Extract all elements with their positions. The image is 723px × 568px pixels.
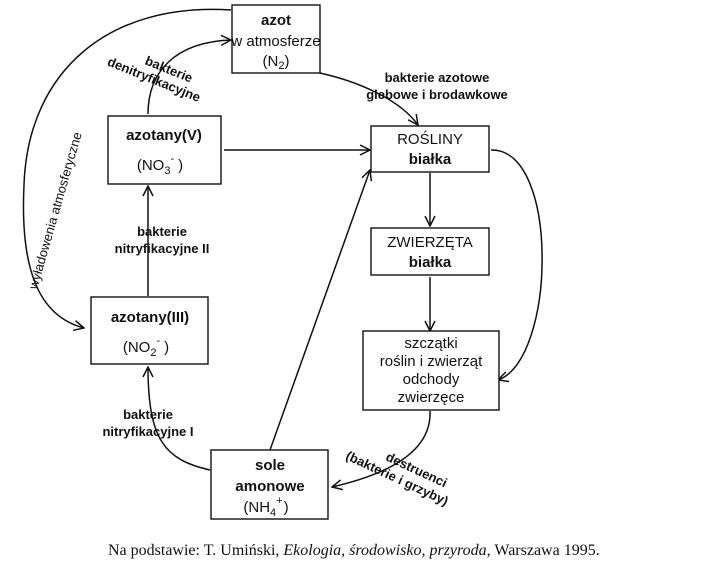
node-zwierzeta-title: ZWIERZĘTA xyxy=(387,234,473,251)
node-azotany-v: azotany(V) (NO3-) xyxy=(107,115,222,185)
node-rosliny-subtitle: białka xyxy=(409,151,452,168)
label-nitryfikacyjne-i-line2: nitryfikacyjne I xyxy=(102,424,193,439)
caption-prefix: Na podstawie: T. Umiński, xyxy=(108,542,284,559)
label-azotowe-line1: bakterie azotowe xyxy=(385,70,490,85)
node-azotany-iii-title: azotany(III) xyxy=(111,309,189,326)
node-azotany-iii-formula: (NO2-) xyxy=(123,335,169,359)
node-sole-subtitle: amonowe xyxy=(235,478,304,495)
arrow-nitrification-i xyxy=(148,367,211,471)
node-azot-atmosfera: azot w atmosferze (N2) xyxy=(230,4,321,74)
arrow-plants-to-remains xyxy=(490,149,543,380)
node-szczatki: szczątki roślin i zwierząt odchody zwier… xyxy=(362,330,500,411)
label-denitryfikacyjne: bakterie denitryfikacyjne xyxy=(105,53,202,105)
arrow-denitrification xyxy=(147,40,231,115)
label-nitryfikacyjne-ii-line1: bakterie xyxy=(137,224,187,239)
node-sole-amonowe: sole amonowe (NH4+) xyxy=(210,449,329,520)
node-azot-formula: (N2) xyxy=(263,53,290,72)
node-rosliny-title: ROŚLINY xyxy=(397,130,463,148)
node-szczatki-line2: roślin i zwierząt xyxy=(380,353,483,370)
label-wyladowania: wyładowenia atmosferyczne xyxy=(25,130,85,291)
arrow-atmospheric-discharges xyxy=(22,8,232,328)
label-azotowe-line2: glebowe i brodawkowe xyxy=(366,87,508,102)
label-nitryfikacyjne-i-line1: bakterie xyxy=(123,407,173,422)
label-destruenci: destruenci (bakterie i grzyby) xyxy=(344,448,451,509)
node-szczatki-line4: zwierzęce xyxy=(398,389,465,406)
caption-title: Ekologia, środowisko, przyroda xyxy=(283,542,487,559)
arrow-decomposition xyxy=(332,410,431,487)
node-sole-title: sole xyxy=(255,457,285,474)
node-zwierzeta: ZWIERZĘTA białka xyxy=(370,227,490,276)
node-azot-subtitle: w atmosferze xyxy=(230,33,320,50)
node-rosliny: ROŚLINY białka xyxy=(370,125,490,173)
node-szczatki-line3: odchody xyxy=(403,371,460,388)
label-nitryfikacyjne-ii-line2: nitryfikacyjne II xyxy=(115,241,210,256)
node-zwierzeta-subtitle: białka xyxy=(409,254,452,271)
node-azotany-v-title: azotany(V) xyxy=(126,127,202,144)
node-sole-formula: (NH4+) xyxy=(243,495,288,519)
node-szczatki-line1: szczątki xyxy=(404,335,457,352)
arrow-fixation xyxy=(319,72,418,125)
node-azotany-iii: azotany(III) (NO2-) xyxy=(90,296,209,365)
arrow-ammonium-uptake xyxy=(269,170,370,451)
node-azot-title: azot xyxy=(261,12,291,29)
caption-suffix: , Warszawa 1995. xyxy=(486,542,600,559)
node-azotany-v-formula: (NO3-) xyxy=(137,153,183,177)
source-caption: Na podstawie: T. Umiński, Ekologia, środ… xyxy=(108,542,600,560)
